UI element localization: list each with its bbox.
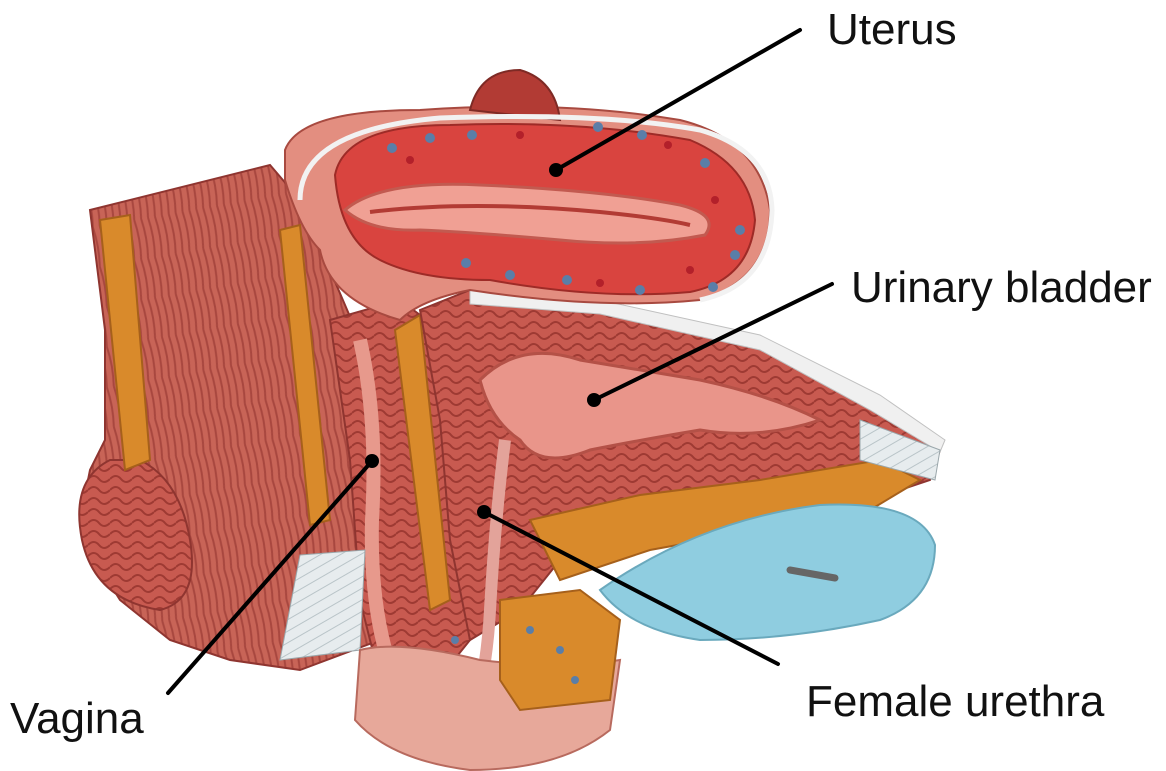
urinary-bladder-label: Urinary bladder	[851, 266, 1152, 310]
perineal-dot-1	[526, 626, 534, 634]
uterus-label: Uterus	[827, 8, 957, 52]
vagina-label: Vagina	[10, 697, 144, 741]
urethra-pointer-dot	[477, 505, 491, 519]
perineal-dot-4	[451, 636, 459, 644]
uterus-pointer-dot	[549, 163, 563, 177]
vagina-pointer-dot	[365, 454, 379, 468]
perineal-dot-2	[556, 646, 564, 654]
bladder-pointer-dot	[587, 393, 601, 407]
perineal-dot-3	[571, 676, 579, 684]
uterine-fundus-knob	[470, 70, 560, 120]
female-urethra-label: Female urethra	[806, 680, 1104, 724]
